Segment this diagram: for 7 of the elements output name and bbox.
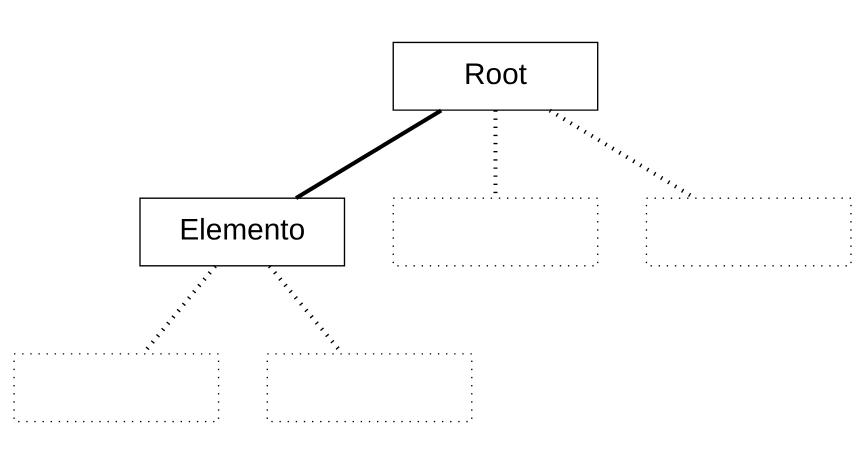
node-box [646,196,852,266]
node-box [392,196,598,266]
connector [295,108,442,200]
node-box: Elemento [139,196,346,266]
node-box [13,352,220,422]
node-box: Root [392,41,598,110]
node-box [266,352,472,422]
